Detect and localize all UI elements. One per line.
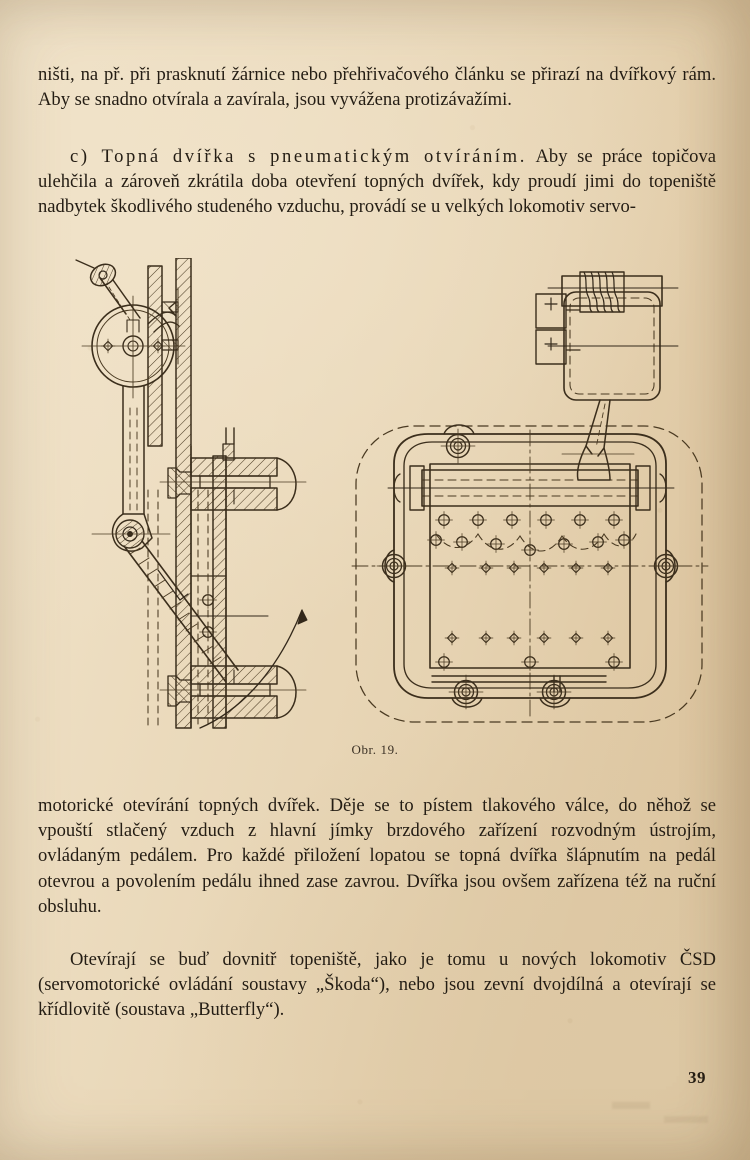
piston-rod-vertical — [122, 385, 145, 515]
paragraph-section-c-content: c) Topná dvířka s pneumatickým otvíráním… — [38, 144, 716, 220]
reverse-side-showthrough — [612, 1096, 732, 1136]
paragraph-fourth: Otevírají se buď dovnitř topeniště, jako… — [38, 947, 716, 1023]
bottom-cross-bar — [431, 675, 607, 693]
leader-arrow — [199, 609, 308, 729]
lower-hinge-pin-housing — [159, 665, 307, 719]
door-outer-frame — [393, 433, 667, 699]
paragraph-text: motorické otevírání topných dvířek. Děje… — [38, 795, 716, 917]
scalloped-hidden-arc — [435, 533, 637, 552]
figure-caption: Obr. 19. — [351, 742, 399, 757]
cylinder-gland-coil — [579, 271, 625, 313]
lower-crank-knuckle — [91, 513, 171, 552]
door-outer-dashed-outline — [355, 425, 703, 723]
upper-wall-bracket — [161, 287, 179, 365]
upper-hinge-pin-housing — [159, 427, 307, 511]
right-front-elevation-view — [351, 271, 709, 723]
inclined-operating-rod — [123, 540, 239, 683]
door-mounting-lugs — [376, 424, 684, 710]
upper-bolt-row — [434, 510, 624, 530]
paragraph-text: ništi, na př. při prasknutí žárnice nebo… — [38, 64, 716, 111]
left-side-section-view — [75, 258, 308, 729]
section-c-body-text: Aby se práce topičova ulehčila a zároveň… — [38, 146, 716, 218]
door-frame-inner-edge — [403, 441, 657, 689]
page-number: 39 — [688, 1068, 706, 1087]
paragraph-third: motorické otevírání topných dvířek. Děje… — [38, 793, 716, 919]
control-valve-box — [535, 293, 581, 365]
staggered-bolt-row — [426, 530, 634, 560]
figure-19-technical-drawing — [30, 258, 720, 738]
paragraph-first: ništi, na př. při prasknutí žárnice nebo… — [38, 62, 716, 112]
upper-connecting-rod — [75, 259, 141, 321]
hidden-edges-left — [147, 489, 209, 729]
section-heading-c: c) Topná dvířka s pneumatickým otvíráním… — [70, 146, 527, 167]
paragraph-section-c: c) Topná dvířka s pneumatickým otvíráním… — [38, 144, 716, 220]
transverse-shaft-tube — [387, 465, 675, 511]
pneumatic-cylinder-assembly — [535, 271, 679, 481]
paragraph-text: Otevírají se buď dovnitř topeniště, jako… — [38, 949, 716, 1021]
